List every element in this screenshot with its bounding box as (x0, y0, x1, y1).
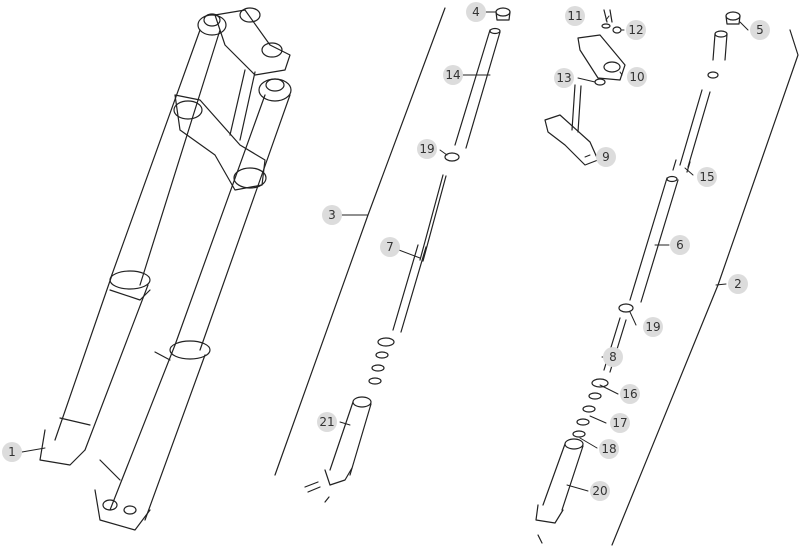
callout-12-label: 12 (628, 23, 643, 37)
callout-2-bubble (728, 274, 748, 294)
callout-6-label: 6 (676, 238, 684, 252)
leg-2-components (535, 9, 799, 546)
callout-18-label: 18 (601, 442, 616, 456)
callout-17-label: 17 (612, 416, 627, 430)
callout-4-label: 4 (472, 5, 480, 19)
callout-12-bubble (626, 20, 646, 40)
callout-13-label: 13 (556, 71, 571, 85)
callout-3-label: 3 (328, 208, 336, 222)
callout-16-bubble (620, 384, 640, 404)
callout-21-label: 21 (319, 415, 334, 429)
assembled-fork (39, 7, 292, 531)
callout-5-label: 5 (756, 23, 764, 37)
callout-14-bubble (443, 65, 463, 85)
callout-11-bubble (565, 6, 585, 26)
bracket-line-3 (274, 7, 446, 476)
callout-10-label: 10 (629, 70, 644, 84)
callout-13-bubble (554, 68, 574, 88)
callout-15-label: 15 (699, 170, 714, 184)
callout-4-bubble (466, 2, 486, 22)
callout-7-label: 7 (386, 240, 394, 254)
leg-3-components (274, 7, 511, 503)
callout-8-label: 8 (609, 350, 617, 364)
callout-17-bubble (610, 413, 630, 433)
callout-20-bubble (590, 481, 610, 501)
callout-2-label: 2 (734, 277, 742, 291)
callout-1-bubble (2, 442, 22, 462)
callout-19a-label: 19 (419, 142, 434, 156)
callout-numbers: 1 2 3 4 5 6 7 8 9 10 11 12 13 14 15 16 1… (8, 5, 764, 498)
callout-21-bubble (317, 412, 337, 432)
callout-10-bubble (627, 67, 647, 87)
callout-19a-bubble (417, 139, 437, 159)
callout-16-label: 16 (622, 387, 637, 401)
callout-7-bubble (380, 237, 400, 257)
callout-20-label: 20 (592, 484, 607, 498)
callout-14-label: 14 (445, 68, 460, 82)
bracket-line-2 (611, 29, 799, 546)
callout-3-bubble (322, 205, 342, 225)
callout-19b-bubble (643, 317, 663, 337)
callout-11-label: 11 (567, 9, 582, 23)
callout-bubbles (2, 2, 770, 501)
callout-1-label: 1 (8, 445, 16, 459)
callout-18-bubble (599, 439, 619, 459)
callout-15-bubble (697, 167, 717, 187)
callout-8-bubble (603, 347, 623, 367)
callout-9-label: 9 (602, 150, 610, 164)
callout-5-bubble (750, 20, 770, 40)
callout-6-bubble (670, 235, 690, 255)
callout-19b-label: 19 (645, 320, 660, 334)
callout-9-bubble (596, 147, 616, 167)
